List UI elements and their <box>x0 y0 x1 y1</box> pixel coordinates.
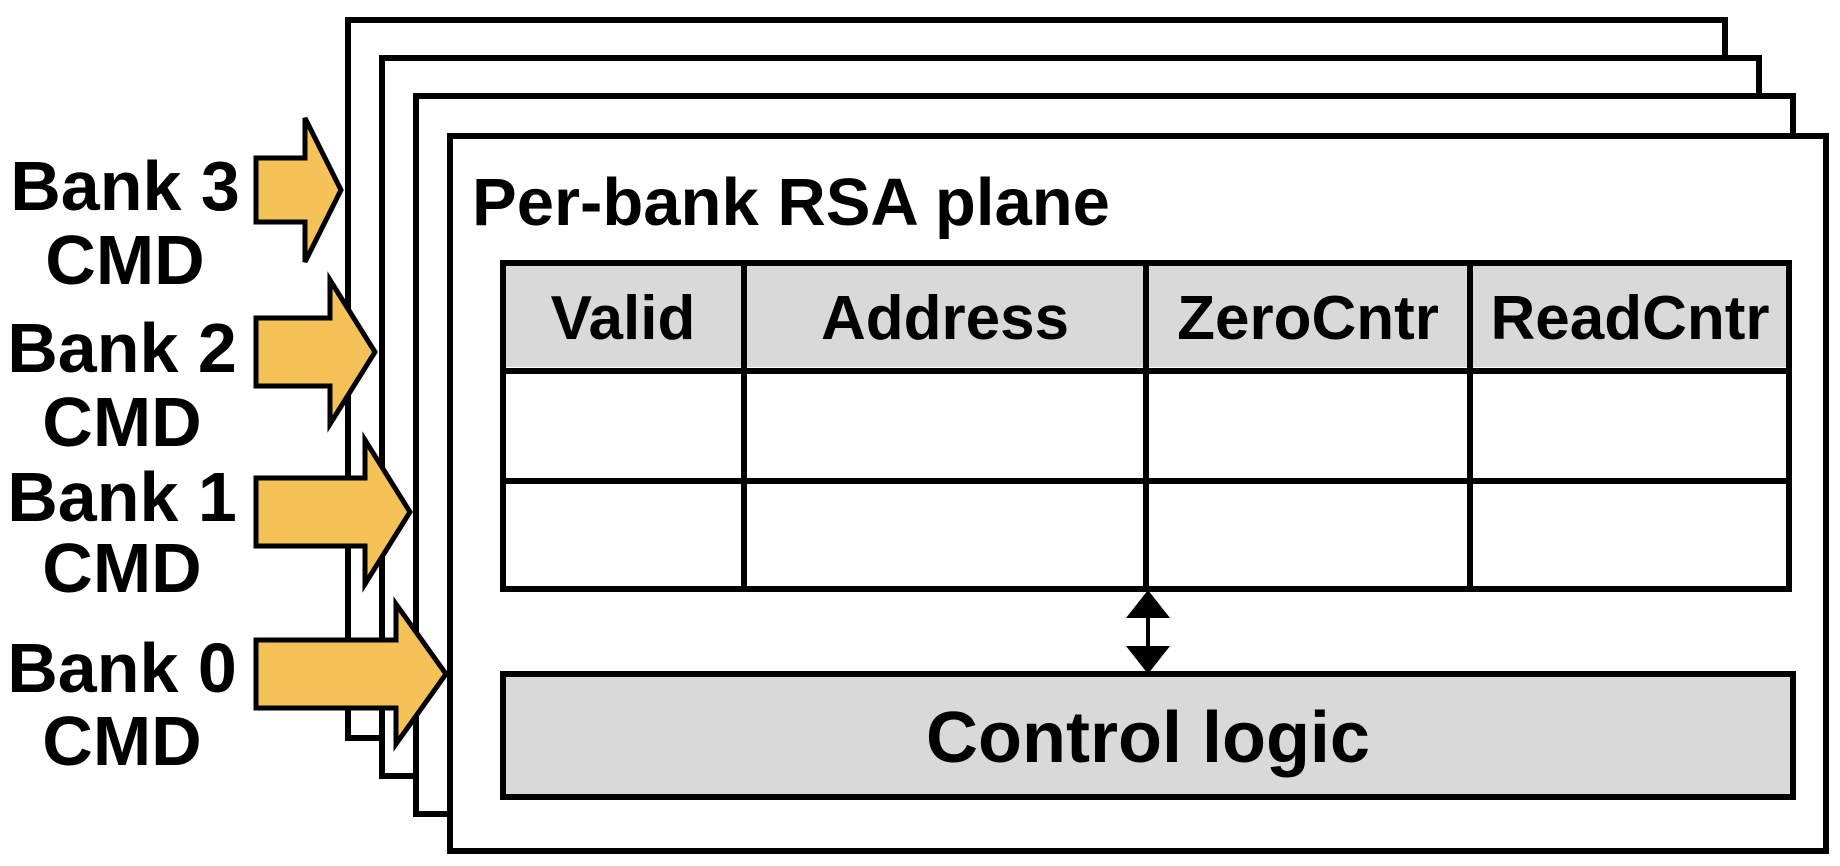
bank-2-arrow-icon <box>253 271 378 433</box>
bank-2-cmd-label: CMD <box>42 383 201 461</box>
double-arrow-vertical-icon <box>1126 590 1170 674</box>
bank-3-arrow-icon <box>253 116 344 264</box>
bank-2-command: Bank 2 CMD <box>7 271 378 461</box>
rsa-table: Valid Address ZeroCntr ReadCntr <box>500 260 1792 592</box>
bank-1-arrow-icon <box>253 431 413 593</box>
front-plane-content: Per-bank RSA plane Valid Address ZeroCnt… <box>472 165 1796 800</box>
bank-1-label: Bank 1 <box>7 458 237 536</box>
bank-3-label: Bank 3 <box>10 147 240 225</box>
column-header-readcntr: ReadCntr <box>1490 284 1769 353</box>
control-logic-label: Control logic <box>926 698 1370 778</box>
bank-0-label: Bank 0 <box>7 629 237 707</box>
control-logic-block: Control logic <box>500 671 1796 800</box>
control-logic-box <box>500 671 1796 800</box>
bank-1-command: Bank 1 CMD <box>7 431 413 607</box>
bank-0-cmd-label: CMD <box>42 702 201 780</box>
bank-3-cmd-label: CMD <box>45 221 204 299</box>
plane-title: Per-bank RSA plane <box>472 165 1110 240</box>
bank-2-label: Bank 2 <box>7 309 237 387</box>
bank-3-command: Bank 3 CMD <box>10 116 344 299</box>
bank-1-cmd-label: CMD <box>42 529 201 607</box>
command-inputs: Bank 3 CMD Bank 2 CMD Bank 1 CMD Bank 0 … <box>7 116 450 780</box>
column-header-valid: Valid <box>551 284 696 353</box>
column-header-zerocntr: ZeroCntr <box>1177 284 1439 353</box>
column-header-address: Address <box>821 284 1069 353</box>
bank-0-command: Bank 0 CMD <box>7 596 450 780</box>
bank-0-arrow-icon <box>253 596 450 752</box>
